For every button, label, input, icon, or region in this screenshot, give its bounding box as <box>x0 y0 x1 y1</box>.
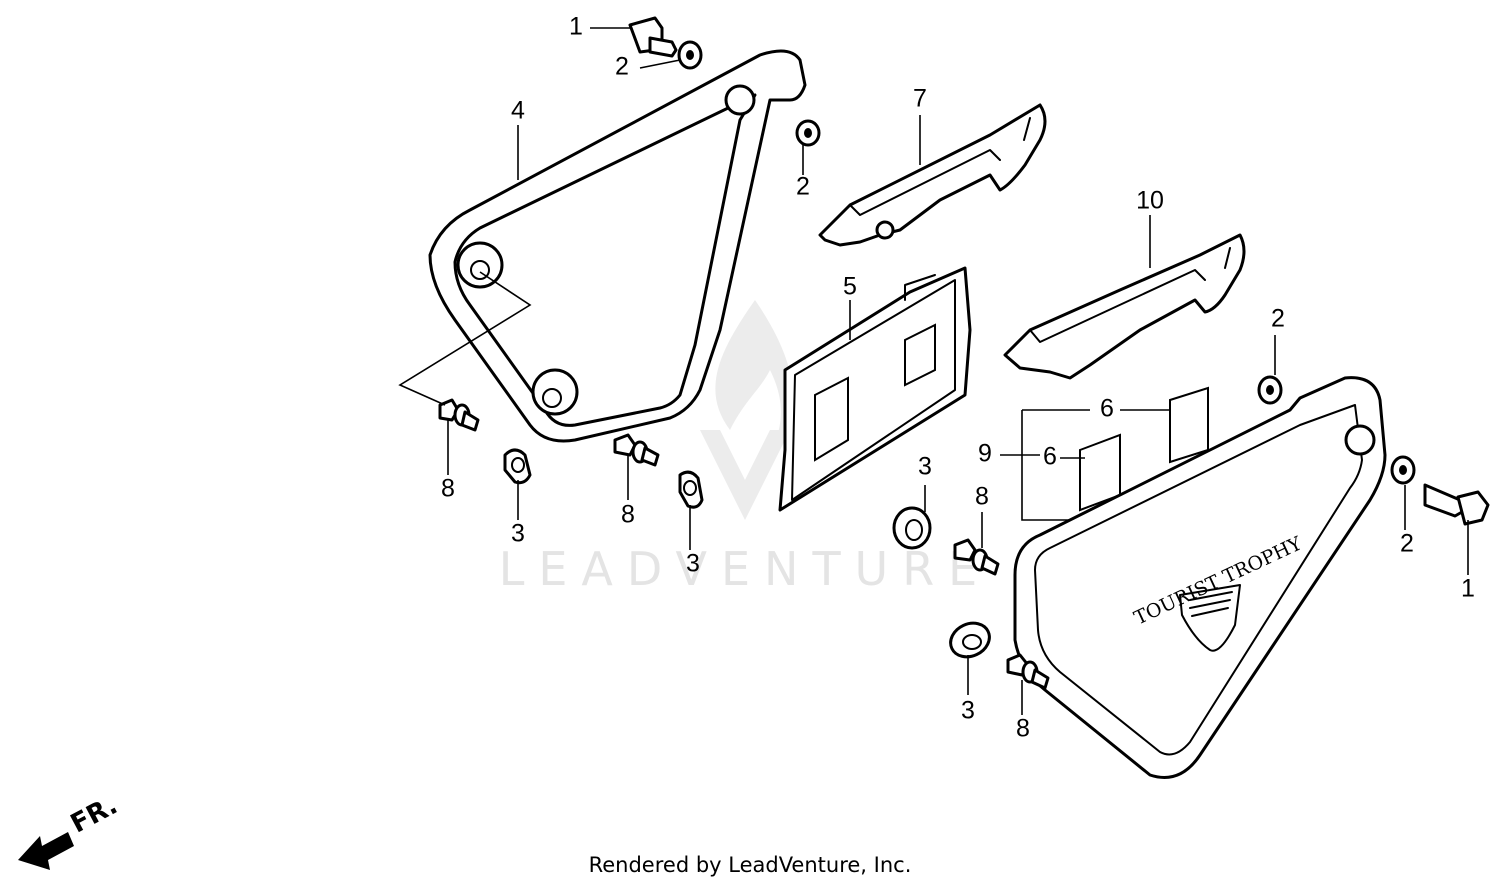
clip-mid <box>613 433 660 467</box>
callout-6: 6 <box>1043 443 1057 471</box>
callout-3: 3 <box>961 697 975 725</box>
bolt-right <box>1423 483 1490 526</box>
washer-right-upper <box>1257 375 1283 405</box>
watermark: LEADVENTURE <box>499 300 992 596</box>
washer-top-left <box>677 40 703 70</box>
callout-8: 8 <box>975 483 989 511</box>
callouts: 1 2 4 2 7 10 5 2 6 9 6 3 8 3 8 3 8 3 8 2… <box>441 13 1475 743</box>
callout-8: 8 <box>441 475 455 503</box>
callout-2: 2 <box>1271 305 1285 333</box>
callout-2: 2 <box>1400 530 1414 558</box>
bolt-top-left <box>628 16 678 58</box>
grommet-right-upper <box>892 506 932 550</box>
clip-right-lower <box>1006 653 1050 690</box>
callout-2: 2 <box>796 173 810 201</box>
grommet-right-lower <box>949 621 991 659</box>
callout-3: 3 <box>686 550 700 578</box>
washer-upper <box>795 119 821 147</box>
callout-2: 2 <box>615 53 629 81</box>
left-side-cover-frame <box>428 49 807 443</box>
callout-1: 1 <box>569 13 583 41</box>
callout-8: 8 <box>621 501 635 529</box>
right-side-cover: TOURIST TROPHY <box>1013 376 1387 779</box>
callout-1: 1 <box>1461 575 1475 603</box>
front-label: FR. <box>66 790 123 839</box>
credit-line: Rendered by LeadVenture, Inc. <box>588 853 912 877</box>
bracket-lower <box>1003 233 1246 380</box>
callout-8: 8 <box>1016 715 1030 743</box>
callout-3: 3 <box>918 453 932 481</box>
callout-6: 6 <box>1100 395 1114 423</box>
callout-5: 5 <box>843 273 857 301</box>
callout-4: 4 <box>511 97 525 125</box>
callout-7: 7 <box>913 85 927 113</box>
grommet-left <box>503 448 532 485</box>
callout-3: 3 <box>511 520 525 548</box>
callout-10: 10 <box>1136 187 1164 215</box>
leader-lines <box>398 27 1469 715</box>
washer-right <box>1390 455 1416 485</box>
clip-right-upper <box>953 538 1000 576</box>
clip-left <box>438 398 480 432</box>
watermark-text: LEADVENTURE <box>499 542 992 596</box>
arrow-icon <box>18 832 74 870</box>
callout-9: 9 <box>978 440 992 468</box>
cover-emblem <box>1179 584 1241 652</box>
pad-sheet <box>778 266 972 512</box>
grommet-mid <box>678 470 704 509</box>
bracket-upper <box>818 103 1047 247</box>
